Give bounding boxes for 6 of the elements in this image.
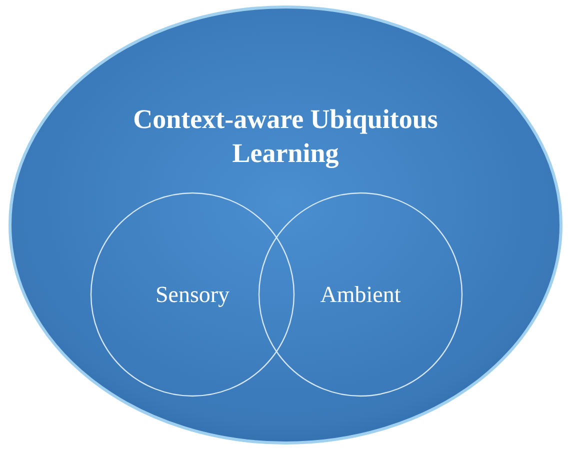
venn-circle xyxy=(258,192,463,397)
venn-circle xyxy=(90,192,295,397)
circle-label: Ambient xyxy=(320,282,401,308)
circle-label: Sensory xyxy=(155,282,230,308)
ellipse-background xyxy=(8,5,563,445)
title-text: Context-aware Ubiquitous Learning xyxy=(132,103,439,170)
